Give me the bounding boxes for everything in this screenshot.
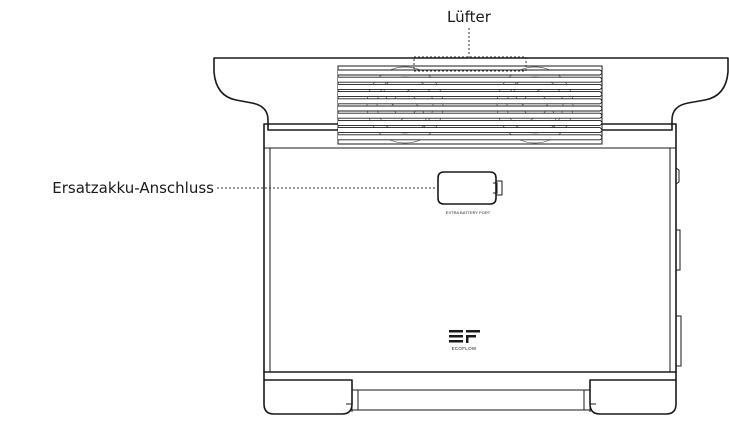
brand-name: ECOFLOW bbox=[452, 346, 477, 351]
base-plate bbox=[352, 389, 590, 411]
vent-slat bbox=[338, 127, 603, 134]
side-connector bbox=[676, 315, 682, 367]
vent-slat bbox=[338, 119, 603, 126]
vent-slat bbox=[338, 76, 603, 83]
fan-top-marker bbox=[413, 56, 527, 72]
vent-slat bbox=[338, 69, 603, 76]
vent-slat bbox=[338, 105, 603, 112]
vent-slat bbox=[338, 134, 603, 141]
vent-slat bbox=[338, 98, 603, 105]
foot-tab-right bbox=[589, 403, 596, 412]
vent-slat bbox=[338, 91, 603, 98]
foot-left bbox=[263, 371, 353, 415]
side-notch bbox=[675, 167, 680, 185]
vent-slat bbox=[338, 112, 603, 119]
vent-slat bbox=[338, 83, 603, 90]
vent-slats bbox=[338, 69, 603, 141]
main-body bbox=[263, 123, 677, 373]
foot-tab-left bbox=[346, 403, 353, 412]
top-handle bbox=[213, 57, 729, 131]
vent-grille bbox=[337, 56, 603, 145]
port-caption: EXTRA BATTERY PORT bbox=[446, 210, 491, 215]
fan-callout-label: Lüfter bbox=[447, 8, 492, 26]
foot-right bbox=[589, 371, 677, 415]
side-button bbox=[676, 229, 681, 271]
ecoflow-ef-logo-icon: ECOFLOW bbox=[449, 330, 480, 351]
port-callout-label: Ersatzakku-Anschluss bbox=[52, 179, 214, 197]
extra-battery-port: EXTRA BATTERY PORT bbox=[437, 171, 503, 215]
